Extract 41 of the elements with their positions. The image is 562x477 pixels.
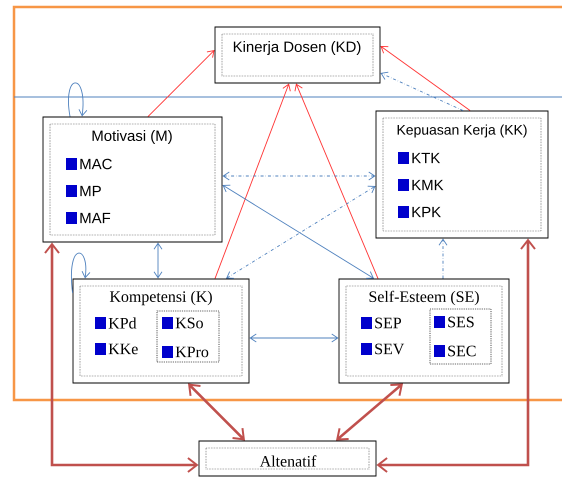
- arrow: [380, 72, 464, 111]
- list-item: KPd: [95, 317, 136, 329]
- arrow: [188, 383, 245, 441]
- list-item: KTK: [398, 152, 440, 164]
- list-item: SEV: [361, 343, 404, 355]
- arrow: [214, 83, 291, 279]
- box: [42, 116, 222, 242]
- inner-box: [430, 308, 492, 364]
- arrow: [336, 383, 403, 441]
- arrow: [222, 172, 376, 180]
- list-item: KKe: [95, 343, 138, 355]
- arrow: [68, 82, 88, 117]
- list-item: MP: [66, 185, 101, 197]
- box-title: Kepuasan Kerja (KK): [398, 124, 527, 138]
- list-item: MAC: [66, 158, 112, 170]
- box-title: Motivasi (M): [92, 130, 172, 144]
- arrow: [154, 242, 162, 279]
- arrow: [380, 46, 470, 111]
- arrow: [44, 242, 199, 473]
- box-title: Self-Esteem (SE): [370, 290, 479, 306]
- box-title: Altenatif: [260, 455, 316, 467]
- arrow: [294, 83, 378, 279]
- list-item: SEP: [361, 317, 402, 329]
- list-item: MAF: [66, 212, 110, 224]
- list-item: KPK: [398, 206, 441, 218]
- box: [214, 26, 380, 84]
- list-item: KSo: [162, 317, 203, 329]
- arrow: [71, 252, 90, 294]
- list-item: KPro: [162, 346, 208, 358]
- list-item: KMK: [398, 179, 444, 191]
- arrow: [148, 50, 215, 117]
- box-title: Kinerja Dosen (KD): [234, 41, 360, 55]
- box: [376, 110, 548, 238]
- arrow: [376, 238, 536, 473]
- list-item: SEC: [434, 345, 476, 357]
- list-item: SES: [434, 316, 474, 328]
- inner-box: [156, 310, 220, 362]
- box-title: Kompetensi (K): [110, 290, 212, 306]
- arrow: [249, 334, 339, 342]
- box: [198, 440, 376, 476]
- arrow: [438, 238, 448, 279]
